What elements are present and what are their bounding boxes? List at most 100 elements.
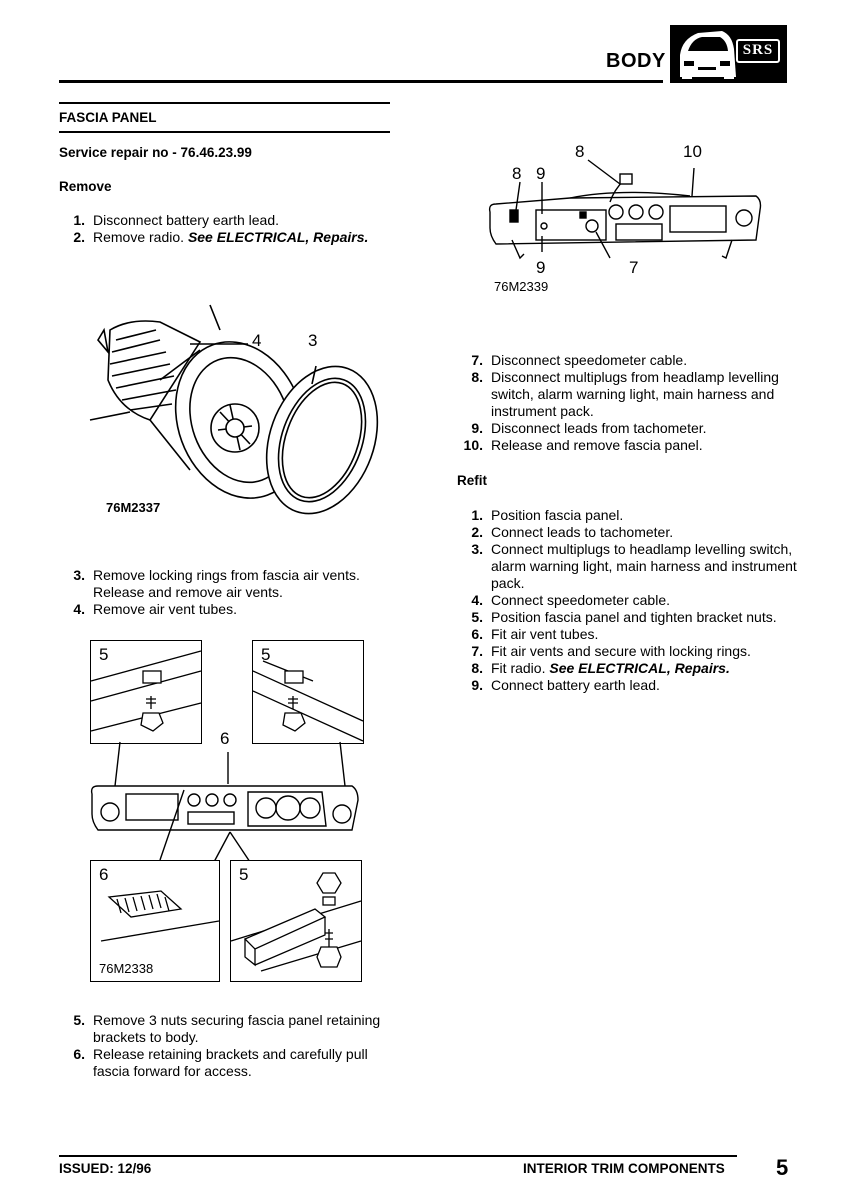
remove-steps-c: 5. Remove 3 nuts securing fascia panel re… <box>59 1012 399 1080</box>
step-item: 3.Connect multiplugs to headlamp levelli… <box>457 541 797 592</box>
callout-7: 7 <box>629 258 639 277</box>
step-number: 10. <box>463 437 483 453</box>
step-item: 5.Position fascia panel and tighten brac… <box>457 609 797 626</box>
step-text: Remove radio. <box>93 229 188 245</box>
step-text: Remove air vent tubes. <box>93 601 237 617</box>
step-number: 1. <box>471 507 483 523</box>
step-item: 9. Disconnect leads from tachometer. <box>457 420 797 437</box>
step-number: 2. <box>471 524 483 540</box>
step-text: Disconnect speedometer cable. <box>491 352 688 368</box>
detail-panel-bottom-right: 5 <box>230 860 362 982</box>
figure-id: 76M2338 <box>99 961 154 976</box>
bracket-stud-illustration <box>230 872 362 972</box>
step-item: 8. Disconnect multiplugs from headlamp le… <box>457 369 797 420</box>
step-number: 1. <box>73 212 85 228</box>
issue-date: ISSUED: 12/96 <box>59 1161 152 1176</box>
step-item: 6. Release retaining brackets and careful… <box>59 1046 399 1080</box>
step-number: 8. <box>471 369 483 385</box>
step-text: Connect speedometer cable. <box>491 592 670 608</box>
step-number: 6. <box>73 1046 85 1062</box>
callout-6-detail: 6 <box>99 865 109 884</box>
step-item: 9. Connect battery earth lead. <box>457 677 797 694</box>
step-text: Fit radio. <box>491 660 550 676</box>
fascia-rear-illustration <box>488 159 762 260</box>
callout-3: 3 <box>308 331 318 350</box>
step-text: Disconnect multiplugs from headlamp leve… <box>491 369 779 419</box>
step-item: 1. Disconnect battery earth lead. <box>59 212 399 229</box>
remove-heading: Remove <box>59 179 112 194</box>
bracket-nut-illustration <box>252 660 364 742</box>
callout-8-top: 8 <box>575 142 585 161</box>
chapter-name: INTERIOR TRIM COMPONENTS <box>523 1161 725 1176</box>
step-number: 4. <box>471 592 483 608</box>
cross-reference-link[interactable]: See ELECTRICAL, Repairs. <box>549 660 730 676</box>
remove-steps-d: 7. Disconnect speedometer cable. 8. Discon… <box>457 352 797 454</box>
figure-retaining-brackets: 5 5 6 <box>90 640 365 985</box>
step-item: 8. Fit radio. See ELECTRICAL, Repairs. <box>457 660 797 677</box>
detail-panel-top-right: 5 <box>252 640 364 744</box>
callout-5-left: 5 <box>99 645 109 664</box>
refit-heading: Refit <box>457 473 487 488</box>
step-number: 7. <box>471 643 483 659</box>
step-item: 7. Fit air vents and secure with locking … <box>457 643 797 660</box>
footer-rule <box>59 1155 737 1157</box>
figure-air-vent: 4 3 76M2337 <box>89 300 390 530</box>
step-item: 3.Remove locking rings from fascia air v… <box>59 567 399 601</box>
step-number: 9. <box>471 677 483 693</box>
srs-label-box: SRS <box>736 39 780 63</box>
step-number: 4. <box>73 601 85 617</box>
step-text: Release retaining brackets and carefully… <box>93 1046 368 1079</box>
step-number: 3. <box>73 567 85 583</box>
step-text: Fit air vents and secure with locking ri… <box>491 643 751 659</box>
step-number: 9. <box>471 420 483 436</box>
step-text: Connect leads to tachometer. <box>491 524 674 540</box>
step-text: Disconnect battery earth lead. <box>93 212 279 228</box>
remove-steps-b: 3.Remove locking rings from fascia air v… <box>59 567 399 618</box>
section-title: BODY <box>606 50 666 72</box>
step-item: 7. Disconnect speedometer cable. <box>457 352 797 369</box>
step-number: 3. <box>471 541 483 557</box>
step-number: 5. <box>73 1012 85 1028</box>
fascia-panel-illustration <box>90 741 359 863</box>
figure-fascia-connections: 8 10 8 9 9 7 76M2339 <box>480 140 770 300</box>
step-text: Fit air vent tubes. <box>491 626 599 642</box>
figure-id: 76M2337 <box>106 500 161 515</box>
figure-id: 76M2339 <box>494 279 549 294</box>
title-rule-bottom <box>59 131 390 133</box>
step-text: Position fascia panel. <box>491 507 624 523</box>
step-text: Release and remove fascia panel. <box>491 437 703 453</box>
step-text: Disconnect leads from tachometer. <box>491 420 707 436</box>
header-rule <box>59 80 663 83</box>
page-title: FASCIA PANEL <box>59 110 157 125</box>
detail-panel-top-left: 5 <box>90 640 202 744</box>
car-front-icon <box>680 31 736 79</box>
callout-9-top: 9 <box>536 164 546 183</box>
step-item: 4. Remove air vent tubes. <box>59 601 399 618</box>
step-text: Connect battery earth lead. <box>491 677 660 693</box>
service-repair-number: Service repair no - 76.46.23.99 <box>59 145 252 160</box>
step-item: 4. Connect speedometer cable. <box>457 592 797 609</box>
step-item: 2. Connect leads to tachometer. <box>457 524 797 541</box>
srs-badge: SRS <box>670 25 787 83</box>
callout-5-right: 5 <box>261 645 271 664</box>
callout-6-fascia: 6 <box>220 729 230 748</box>
step-item: 10. Release and remove fascia panel. <box>457 437 797 454</box>
step-item: 5. Remove 3 nuts securing fascia panel re… <box>59 1012 399 1046</box>
page-number: 5 <box>776 1155 789 1180</box>
refit-steps: 1. Position fascia panel. 2. Connect leads… <box>457 507 797 694</box>
callout-8-left: 8 <box>512 164 522 183</box>
step-number: 2. <box>73 229 85 245</box>
callout-4: 4 <box>252 331 262 350</box>
step-text: Position fascia panel and tighten bracke… <box>491 609 777 625</box>
callout-10: 10 <box>683 142 702 161</box>
step-item: 1. Position fascia panel. <box>457 507 797 524</box>
title-rule-top <box>59 102 390 104</box>
bracket-nut-illustration <box>90 650 202 732</box>
remove-steps-a: 1. Disconnect battery earth lead. 2. Remov… <box>59 212 399 246</box>
step-text: Remove 3 nuts securing fascia panel reta… <box>93 1012 381 1045</box>
step-number: 8. <box>471 660 483 676</box>
cross-reference-link[interactable]: See ELECTRICAL, Repairs. <box>187 229 369 245</box>
callout-9-bottom: 9 <box>536 258 546 277</box>
bracket-clip-illustration <box>100 890 220 942</box>
step-number: 7. <box>471 352 483 368</box>
